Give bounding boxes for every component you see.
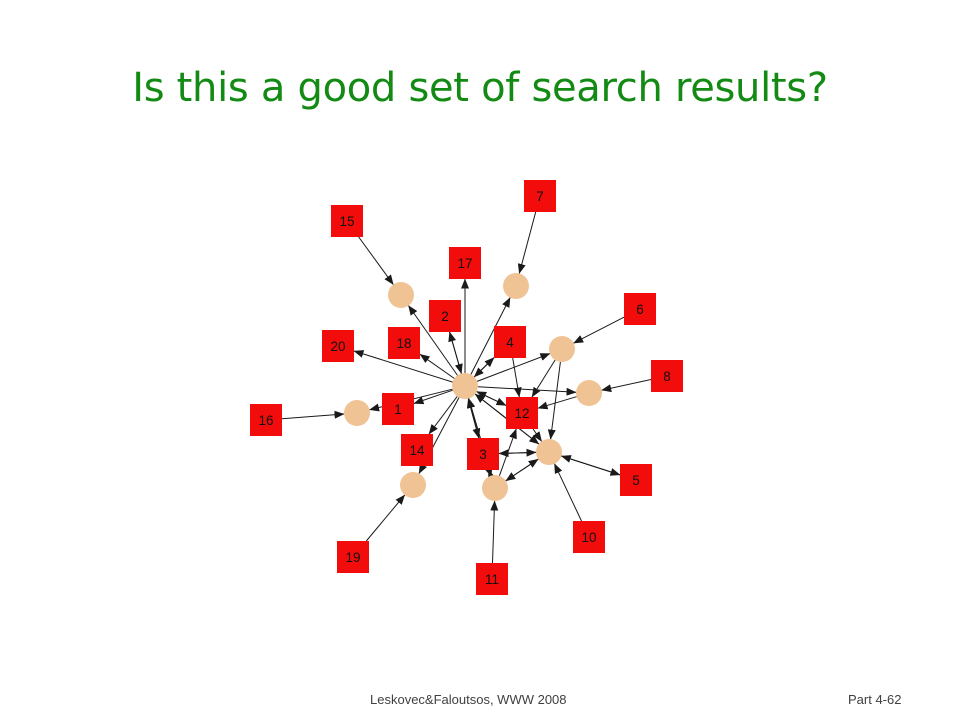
square-node-box [620, 464, 652, 496]
square-node-box [494, 326, 526, 358]
circle-node-c5 [536, 439, 562, 465]
square-node-19: 19 [337, 541, 369, 573]
edge-10-to-c5 [554, 463, 582, 522]
square-node-11: 11 [476, 563, 508, 595]
circle-node-c7 [503, 273, 529, 299]
square-node-6: 6 [624, 293, 656, 325]
circle-node-c8 [576, 380, 602, 406]
square-node-box [382, 393, 414, 425]
circle-node-c6 [549, 336, 575, 362]
footer-page-number: Part 4-62 [848, 692, 902, 707]
square-node-15: 15 [331, 205, 363, 237]
edge-6-to-c6 [573, 316, 625, 344]
square-node-box [250, 404, 282, 436]
edge-c11-to-3 [488, 469, 496, 481]
node-label: 7 [536, 189, 544, 204]
square-node-box [624, 293, 656, 325]
node-label: 10 [581, 530, 596, 545]
footer-citation: Leskovec&Faloutsos, WWW 2008 [370, 692, 567, 707]
node-label: 20 [330, 339, 345, 354]
circle-node-c19 [400, 472, 426, 498]
node-label: 16 [258, 413, 273, 428]
node-label: 18 [396, 336, 411, 351]
square-node-box [573, 521, 605, 553]
square-node-5: 5 [620, 464, 652, 496]
edge-c5-to-5 [561, 455, 621, 476]
square-node-1: 1 [382, 393, 414, 425]
edge-4-to-12 [512, 357, 522, 398]
circle-node-c16 [344, 400, 370, 426]
edge-c11-to-12 [498, 428, 517, 476]
square-node-16: 16 [250, 404, 282, 436]
square-node-3: 3 [467, 438, 499, 470]
square-node-box [401, 434, 433, 466]
edge-hub-to-20 [353, 350, 453, 383]
node-label: 15 [339, 214, 354, 229]
edge-hub-to-14 [428, 396, 458, 435]
square-node-17: 17 [449, 247, 481, 279]
square-node-box [524, 180, 556, 212]
node-label: 3 [479, 447, 487, 462]
edge-hub-to-c6 [476, 353, 551, 382]
edge-16-to-c16 [281, 410, 345, 420]
node-label: 1 [394, 402, 402, 417]
edge-hub-to-c15 [408, 305, 458, 376]
node-label: 19 [345, 550, 360, 565]
square-node-box [651, 360, 683, 392]
square-node-box [449, 247, 481, 279]
node-label: 5 [632, 473, 640, 488]
edges-layer [281, 211, 652, 564]
edge-4-to-hub [473, 357, 495, 378]
edge-15-to-c15 [358, 236, 394, 285]
square-node-box [506, 397, 538, 429]
slide-title: Is this a good set of search results? [132, 65, 828, 111]
node-label: 17 [457, 256, 472, 271]
edge-c5-to-c11 [505, 458, 539, 482]
circle-node-c15 [388, 282, 414, 308]
square-node-box [331, 205, 363, 237]
square-node-10: 10 [573, 521, 605, 553]
square-node-14: 14 [401, 434, 433, 466]
square-node-12: 12 [506, 397, 538, 429]
node-label: 11 [485, 572, 499, 587]
edge-hub-to-c8 [477, 386, 577, 396]
circle-node-hub [452, 373, 478, 399]
square-node-box [467, 438, 499, 470]
edge-19-to-c19 [365, 494, 406, 542]
edge-12-to-c5 [532, 428, 543, 442]
square-node-box [337, 541, 369, 573]
square-node-box [476, 563, 508, 595]
edge-c5-to-3 [498, 449, 537, 458]
square-node-18: 18 [388, 327, 420, 359]
node-label: 8 [663, 369, 671, 384]
square-node-20: 20 [322, 330, 354, 362]
edge-c8-to-12 [537, 396, 577, 410]
square-node-7: 7 [524, 180, 556, 212]
edge-hub-to-c7 [470, 297, 511, 375]
edge-2-to-hub [449, 331, 463, 374]
square-node-2: 2 [429, 300, 461, 332]
edge-c6-to-c5 [547, 361, 561, 440]
node-label: 14 [409, 443, 425, 458]
node-label: 2 [441, 309, 449, 324]
square-node-box [429, 300, 461, 332]
square-node-4: 4 [494, 326, 526, 358]
edge-3-to-hub [466, 398, 480, 439]
edge-8-to-c8 [601, 379, 652, 393]
edge-hub-to-18 [419, 353, 455, 379]
edge-7-to-c7 [517, 211, 537, 274]
edge-c6-to-12 [531, 359, 556, 398]
square-node-box [322, 330, 354, 362]
edge-hub-to-1 [413, 389, 453, 405]
square-node-8: 8 [651, 360, 683, 392]
node-label: 4 [506, 335, 514, 350]
circle-node-c11 [482, 475, 508, 501]
edge-11-to-c11 [490, 500, 499, 564]
square-node-box [388, 327, 420, 359]
node-label: 12 [514, 406, 529, 421]
node-label: 6 [636, 302, 644, 317]
